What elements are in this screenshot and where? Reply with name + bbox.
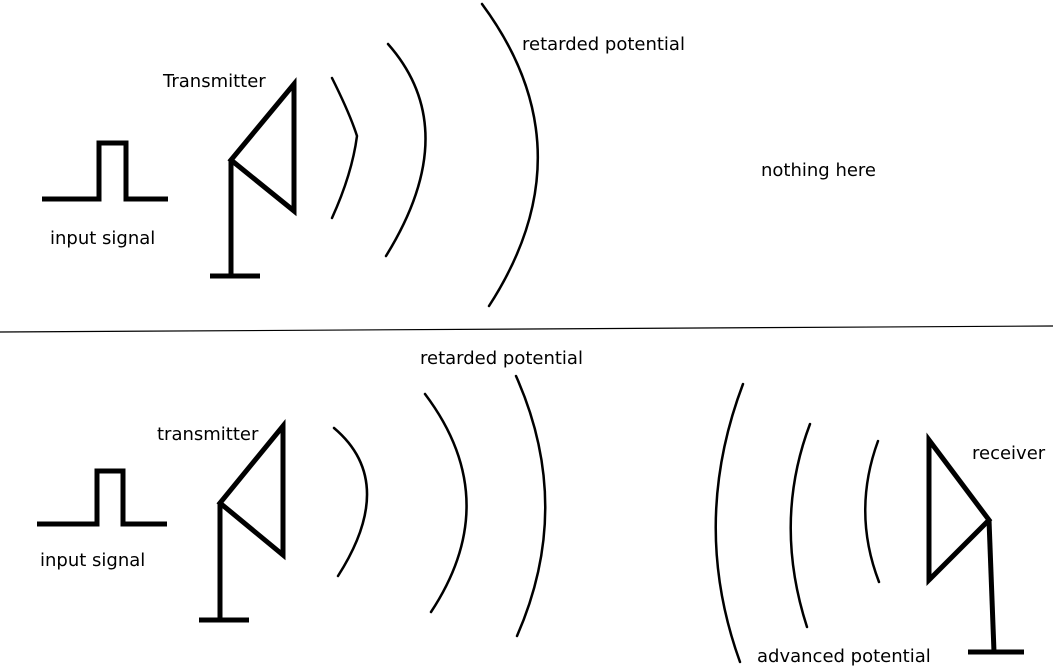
bottom-advanced-wave-3 — [864, 439, 881, 584]
top-retarded-wave-2 — [384, 42, 427, 258]
top-input-signal-pulse — [42, 140, 168, 202]
top-retarded-wave-3 — [480, 2, 540, 308]
top-retarded-potential-label: retarded potential — [522, 34, 685, 55]
bottom-retarded-potential-label: retarded potential — [420, 348, 583, 369]
bottom-advanced-potential-label: advanced potential — [757, 646, 931, 667]
top-input-signal-label: input signal — [50, 228, 155, 249]
bottom-retarded-wave-1 — [332, 426, 369, 578]
top-transmitter-antenna-icon — [227, 77, 297, 217]
bottom-input-signal-label: input signal — [40, 550, 145, 571]
bottom-transmitter-label: transmitter — [157, 424, 259, 445]
top-panel: input signal Transmitter retarded potent… — [42, 2, 876, 308]
bottom-transmitter-antenna-icon — [216, 418, 286, 561]
bottom-input-signal-pulse — [37, 468, 167, 527]
bottom-retarded-wave-2 — [423, 392, 468, 614]
top-retarded-wave-1 — [330, 76, 359, 220]
panel-divider — [0, 325, 1053, 333]
bottom-receiver-mast — [986, 519, 997, 653]
bottom-advanced-wave-1 — [714, 382, 745, 664]
top-nothing-here-label: nothing here — [761, 160, 876, 181]
top-transmitter-label: Transmitter — [162, 71, 266, 92]
bottom-retarded-wave-3 — [514, 374, 547, 638]
bottom-advanced-wave-2 — [789, 422, 812, 629]
bottom-panel: input signal transmitter retarded potent… — [37, 348, 1046, 667]
bottom-receiver-antenna-icon — [926, 432, 993, 587]
bottom-receiver-label: receiver — [972, 443, 1046, 464]
